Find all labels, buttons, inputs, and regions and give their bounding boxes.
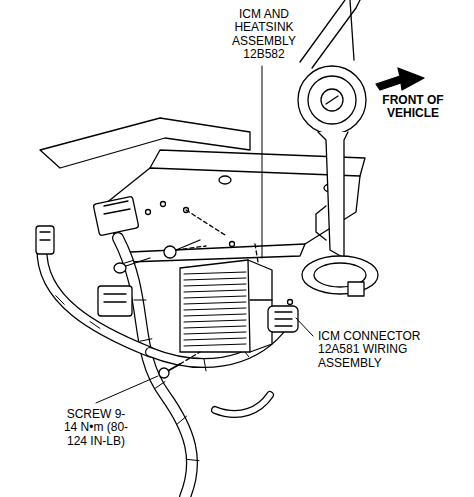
fin xyxy=(184,296,246,298)
harness xyxy=(215,395,270,414)
hole xyxy=(161,202,166,207)
tape-wrap xyxy=(134,300,146,301)
heatsink-divider xyxy=(250,299,272,300)
fin xyxy=(184,314,246,316)
strut xyxy=(298,0,378,296)
strut-ring xyxy=(298,66,366,134)
ground-wire xyxy=(176,240,200,250)
connector xyxy=(36,226,54,254)
bolt-slot xyxy=(326,96,338,104)
stud-leader xyxy=(186,210,225,235)
fin xyxy=(184,278,246,280)
tape-wrap xyxy=(204,359,206,371)
strut-leg xyxy=(318,132,348,258)
strut-arm xyxy=(350,0,354,60)
part-label: ICM AND HEATSINK ASSEMBLY 12B582 xyxy=(226,8,302,62)
fin xyxy=(184,344,246,346)
connectors xyxy=(36,196,139,316)
fin xyxy=(184,332,246,334)
fin xyxy=(184,272,246,274)
tape-wrap xyxy=(122,260,133,264)
tape-wrap xyxy=(187,459,199,460)
connector xyxy=(93,196,139,236)
part-label: ICM CONNECTOR 12A581 WIRING ASSEMBLY xyxy=(318,330,436,370)
fin xyxy=(184,284,246,286)
strut-ring-inner xyxy=(308,76,356,124)
strut-tab xyxy=(348,282,364,296)
screw-head xyxy=(159,368,169,378)
hole xyxy=(230,242,235,247)
strut-base xyxy=(302,256,378,294)
direction-arrow xyxy=(376,68,424,90)
wiring-harness xyxy=(42,238,280,497)
tape-wrap xyxy=(90,322,100,329)
tape-wrap xyxy=(56,296,64,305)
hole xyxy=(146,210,151,215)
heatsink-fins xyxy=(184,272,246,346)
ground-wire xyxy=(176,246,206,250)
strut-arm xyxy=(312,0,360,68)
fin xyxy=(184,302,246,304)
fin xyxy=(184,338,246,340)
connector-ribs xyxy=(104,201,130,214)
fin xyxy=(184,290,246,292)
strut-lug xyxy=(316,206,326,240)
icm-heatsink xyxy=(180,244,298,352)
screw-path xyxy=(180,352,200,364)
fin xyxy=(184,320,246,322)
heatsink-edge xyxy=(248,260,250,352)
connector-ribs xyxy=(275,312,292,326)
leader-line xyxy=(96,376,158,403)
tape-wrap xyxy=(140,339,152,341)
plate-flange xyxy=(128,244,305,262)
stud-leader xyxy=(255,244,258,262)
fin xyxy=(184,326,246,328)
leader-line xyxy=(262,66,263,258)
fin xyxy=(184,308,246,310)
connector-ribs xyxy=(104,294,126,302)
tape-wrap xyxy=(177,416,186,424)
icm-connector xyxy=(268,306,298,332)
harness-fill xyxy=(42,248,150,352)
ring-terminal xyxy=(164,246,176,258)
screw-head xyxy=(114,263,126,273)
mount-screw xyxy=(159,352,200,378)
stud xyxy=(219,176,231,184)
hole xyxy=(288,300,293,305)
leader-line xyxy=(296,318,313,336)
heatsink-body xyxy=(180,260,272,352)
harness xyxy=(42,248,150,352)
connector-ribs xyxy=(40,232,50,240)
harness-fill xyxy=(215,395,270,414)
tape-wrap xyxy=(155,382,165,389)
connector xyxy=(98,286,132,316)
inner-fender-ledge xyxy=(40,118,250,168)
fastener-label: SCREW 9-14 N•m (80-124 IN-LB) xyxy=(62,408,130,448)
direction-label: FRONT OF VEHICLE xyxy=(370,94,456,121)
strut-bolt xyxy=(321,89,343,111)
